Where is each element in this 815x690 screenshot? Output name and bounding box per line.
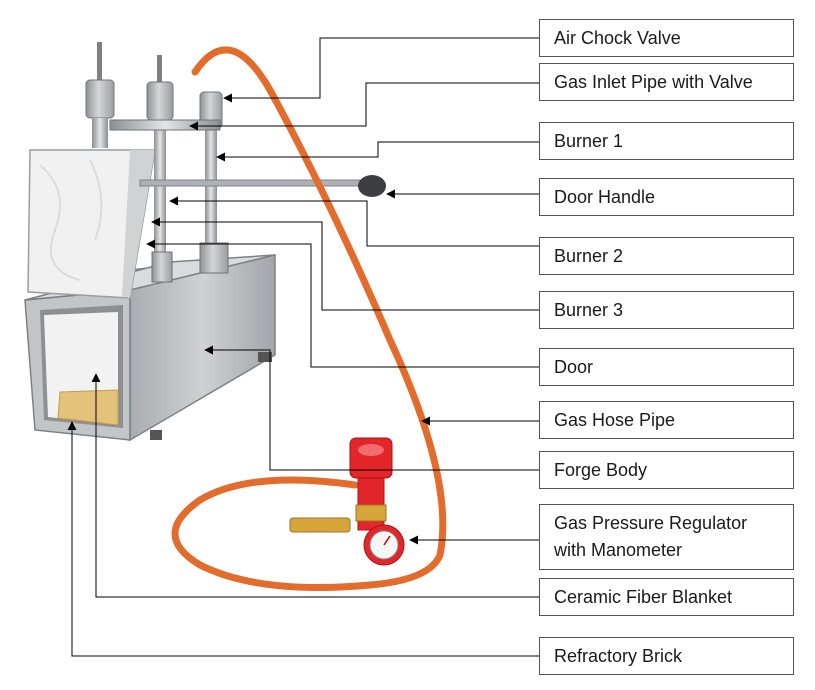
label-burner-2: Burner 2	[539, 237, 794, 275]
label-gas-regulator: Gas Pressure Regulator with Manometer	[539, 504, 794, 570]
leader-burner-3	[151, 217, 539, 311]
leader-gas-inlet-pipe	[189, 82, 539, 131]
gas-regulator	[289, 437, 405, 566]
burners	[85, 42, 229, 283]
label-gas-hose-pipe: Gas Hose Pipe	[539, 401, 794, 439]
label-text: Burner 3	[554, 299, 624, 320]
leader-ceramic-fiber-blanket	[91, 373, 539, 598]
label-burner-1: Burner 1	[539, 122, 794, 160]
label-refractory-brick: Refractory Brick	[539, 637, 794, 675]
door-handle	[139, 175, 386, 197]
leader-burner-2	[169, 196, 539, 247]
label-text: Gas Inlet Pipe with Valve	[554, 71, 753, 92]
label-text: Ceramic Fiber Blanket	[554, 586, 733, 607]
refractory-brick	[57, 389, 119, 426]
label-forge-body: Forge Body	[539, 451, 794, 489]
label-text-group: Gas Pressure Regulator with Manometer	[554, 510, 747, 564]
leader-lines	[67, 37, 539, 657]
label-text: Door	[554, 356, 594, 377]
label-text: Door Handle	[554, 186, 656, 207]
label-text: Refractory Brick	[554, 645, 683, 666]
forge-opening	[40, 305, 123, 428]
label-door: Door	[539, 348, 794, 386]
label-burner-3: Burner 3	[539, 291, 794, 329]
leader-forge-body	[204, 345, 539, 471]
label-text: Burner 2	[554, 245, 624, 266]
label-door-handle: Door Handle	[539, 178, 794, 216]
label-text-line-1: Gas Pressure Regulator	[554, 513, 748, 533]
leader-air-chock-valve	[223, 37, 539, 103]
label-text-line-2: with Manometer	[554, 540, 683, 560]
leader-door	[146, 239, 539, 368]
forge-door	[27, 149, 156, 299]
label-text: Air Chock Valve	[554, 27, 681, 48]
label-air-chock-valve: Air Chock Valve	[539, 19, 794, 57]
leader-burner-1	[216, 141, 539, 162]
leader-refractory-brick	[67, 421, 539, 657]
label-text: Gas Hose Pipe	[554, 409, 676, 430]
label-text: Burner 1	[554, 130, 624, 151]
label-text: Forge Body	[554, 459, 648, 480]
label-gas-inlet-pipe: Gas Inlet Pipe with Valve	[539, 63, 794, 101]
label-ceramic-fiber-blanket: Ceramic Fiber Blanket	[539, 578, 794, 616]
